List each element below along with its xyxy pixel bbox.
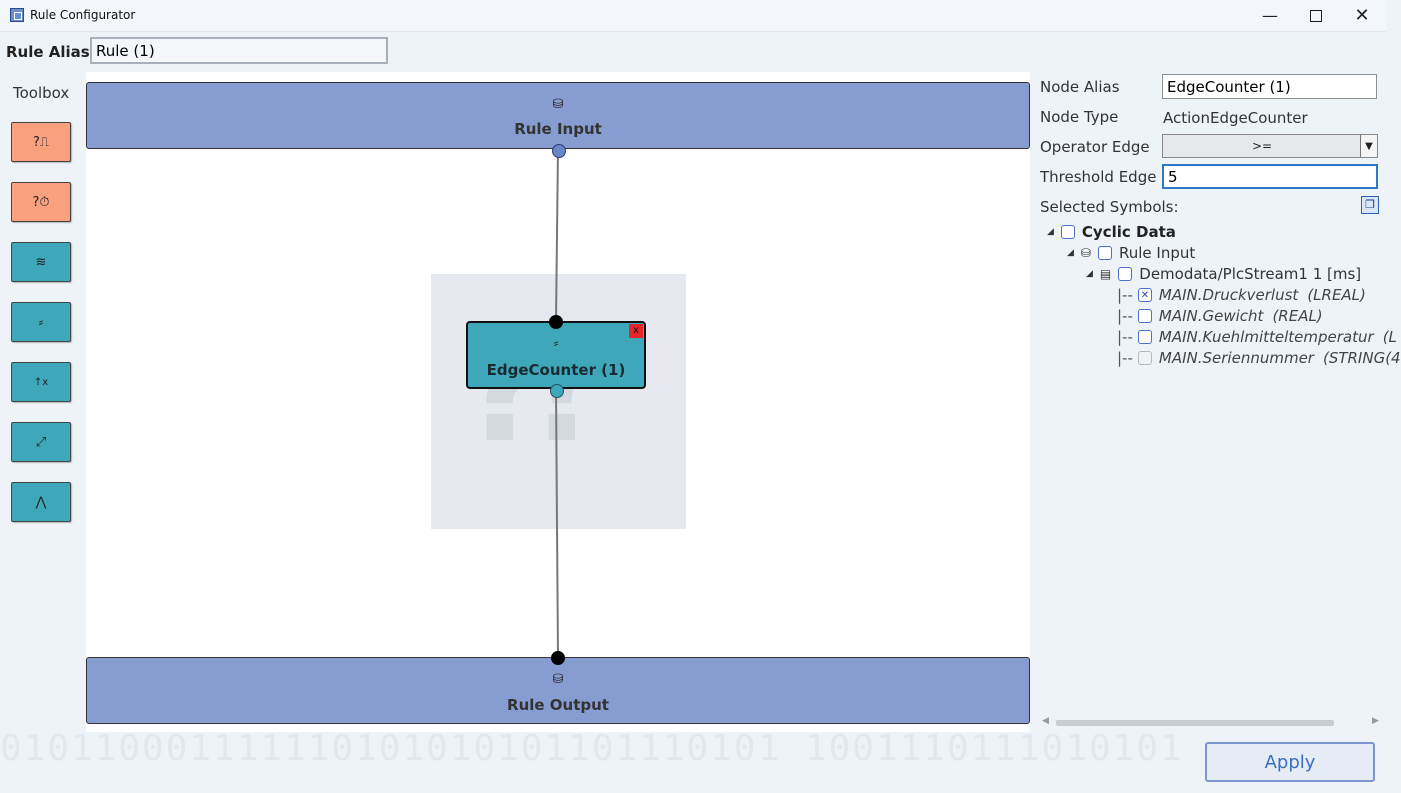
tree-symbol-row[interactable]: |-- ✕ MAIN.Druckverlust (LREAL): [1117, 285, 1386, 305]
edge-counter-node-label: EdgeCounter (1): [486, 361, 626, 379]
rule-input-block[interactable]: ⛁ Rule Input: [86, 82, 1030, 149]
tree-symbol-row[interactable]: |-- MAIN.Kuehlmitteltemperatur (L: [1117, 327, 1397, 347]
node-delete-button[interactable]: x: [629, 324, 643, 338]
symbol-type: (L: [1382, 328, 1397, 346]
tool-scale-button[interactable]: ⤢: [11, 422, 71, 462]
tree-connector: |--: [1117, 286, 1133, 304]
operator-edge-value: >=: [1251, 139, 1273, 153]
peak-icon: ⋀: [35, 494, 47, 510]
symbol-type: (STRING(4: [1322, 349, 1401, 367]
connection-lines: [555, 148, 559, 659]
close-button[interactable]: ✕: [1339, 0, 1385, 31]
node-output-port[interactable]: [550, 384, 564, 398]
stream-label: Demodata/PlcStream1 1 [ms]: [1139, 265, 1362, 283]
operator-edge-select[interactable]: >= ▼: [1162, 134, 1378, 158]
symbol-name: MAIN.Gewicht: [1158, 307, 1264, 325]
chevron-down-icon[interactable]: ▼: [1360, 135, 1377, 157]
rule-alias-input[interactable]: [90, 37, 388, 64]
tree-connector: |--: [1117, 328, 1133, 346]
tool-function-button[interactable]: ↑x: [11, 362, 71, 402]
operator-edge-label: Operator Edge: [1040, 138, 1150, 156]
node-type-value: ActionEdgeCounter: [1163, 109, 1308, 127]
signal-trigger-icon: ?⎍: [33, 134, 49, 150]
tree-horizontal-scrollbar[interactable]: ◀ ▶: [1040, 714, 1386, 732]
expand-triangle-icon[interactable]: ◢: [1067, 248, 1074, 258]
filter-icon: ≋: [35, 254, 47, 270]
app-icon: [10, 8, 24, 22]
tree-node-rule-input[interactable]: ◢ ⛁ Rule Input: [1067, 243, 1386, 263]
scroll-right-icon[interactable]: ▶: [1372, 716, 1379, 726]
edge-counter-icon: ⸗: [38, 315, 44, 330]
collapse-icon: ❐: [1365, 198, 1375, 211]
node-type-label: Node Type: [1040, 108, 1119, 126]
tree-connector: |--: [1117, 349, 1133, 367]
symbol-type: (REAL): [1272, 307, 1323, 325]
rule-alias-label: Rule Alias: [6, 43, 90, 61]
rule-input-checkbox[interactable]: [1097, 246, 1112, 260]
cyclic-data-checkbox[interactable]: [1060, 225, 1075, 239]
symbol-checkbox[interactable]: [1137, 309, 1152, 323]
edge-counter-node-icon: ⸗: [553, 336, 559, 351]
symbol-checkbox: [1137, 351, 1152, 365]
tree-node-stream[interactable]: ◢ ▤ Demodata/PlcStream1 1 [ms]: [1086, 264, 1386, 284]
scroll-left-icon[interactable]: ◀: [1042, 716, 1049, 726]
cyclic-data-label: Cyclic Data: [1081, 223, 1176, 241]
symbol-checkbox[interactable]: [1137, 330, 1152, 344]
toolbox-label: Toolbox: [13, 84, 70, 102]
tree-symbol-row[interactable]: |-- MAIN.Seriennummer (STRING(4: [1117, 348, 1401, 368]
rule-input-tree-label: Rule Input: [1118, 244, 1196, 262]
expand-triangle-icon[interactable]: ◢: [1047, 227, 1054, 237]
time-trigger-icon: ?⏱: [32, 194, 50, 210]
rule-output-icon: ⛁: [552, 672, 564, 687]
collapse-all-button[interactable]: ❐: [1361, 196, 1379, 214]
node-alias-input[interactable]: [1162, 74, 1377, 99]
symbol-type: (LREAL): [1307, 286, 1366, 304]
symbol-name: MAIN.Druckverlust: [1158, 286, 1299, 304]
database-icon: ⛁: [1080, 246, 1091, 260]
stream-icon: ▤: [1099, 267, 1112, 281]
function-icon: ↑x: [33, 376, 49, 388]
node-input-port[interactable]: [549, 315, 563, 329]
apply-button[interactable]: Apply: [1205, 742, 1375, 782]
symbol-name: MAIN.Seriennummer: [1158, 349, 1314, 367]
scrollbar-thumb[interactable]: [1056, 720, 1334, 726]
node-alias-label: Node Alias: [1040, 78, 1120, 96]
tool-signal-trigger-button[interactable]: ?⎍: [11, 122, 71, 162]
tool-peak-button[interactable]: ⋀: [11, 482, 71, 522]
maximize-icon: [1310, 9, 1322, 22]
rule-canvas[interactable]: ⁈ ⛁ Rule Input ⛁ Rule Output ⸗ EdgeCount…: [86, 72, 1030, 732]
background-binary: 010110001111110101010101101110101 100111…: [0, 728, 1184, 769]
maximize-button[interactable]: [1293, 0, 1339, 31]
stream-checkbox[interactable]: [1118, 267, 1133, 281]
rule-output-block[interactable]: ⛁ Rule Output: [86, 657, 1030, 724]
connection-node-to-output: [555, 388, 559, 659]
symbols-tree: ◢ Cyclic Data ◢ ⛁ Rule Input ◢ ▤ Demodat…: [1040, 222, 1401, 382]
window-title: Rule Configurator: [30, 8, 136, 22]
tree-connector: |--: [1117, 307, 1133, 325]
rule-input-icon: ⛁: [552, 97, 564, 112]
tool-time-trigger-button[interactable]: ?⏱: [11, 182, 71, 222]
rule-input-port[interactable]: [552, 144, 566, 158]
title-bar: [0, 0, 1386, 32]
tree-node-cyclic-data[interactable]: ◢ Cyclic Data: [1047, 222, 1386, 242]
edge-counter-node[interactable]: ⸗ EdgeCounter (1) x: [466, 321, 646, 389]
tree-symbol-row[interactable]: |-- MAIN.Gewicht (REAL): [1117, 306, 1386, 326]
symbol-checkbox[interactable]: ✕: [1137, 288, 1152, 302]
close-icon: ✕: [1354, 5, 1370, 26]
rule-output-label: Rule Output: [507, 696, 609, 714]
scale-icon: ⤢: [35, 434, 47, 450]
minimize-icon: —: [1262, 6, 1278, 25]
tool-filter-button[interactable]: ≋: [11, 242, 71, 282]
rule-output-port[interactable]: [551, 651, 565, 665]
connection-input-to-node: [555, 148, 559, 322]
threshold-edge-label: Threshold Edge: [1040, 168, 1157, 186]
rule-input-label: Rule Input: [514, 120, 602, 138]
threshold-edge-input[interactable]: [1162, 164, 1378, 189]
expand-triangle-icon[interactable]: ◢: [1086, 269, 1093, 279]
minimize-button[interactable]: —: [1247, 0, 1293, 31]
symbol-name: MAIN.Kuehlmitteltemperatur: [1158, 328, 1374, 346]
selected-symbols-label: Selected Symbols:: [1040, 198, 1179, 216]
tool-edge-counter-button[interactable]: ⸗: [11, 302, 71, 342]
